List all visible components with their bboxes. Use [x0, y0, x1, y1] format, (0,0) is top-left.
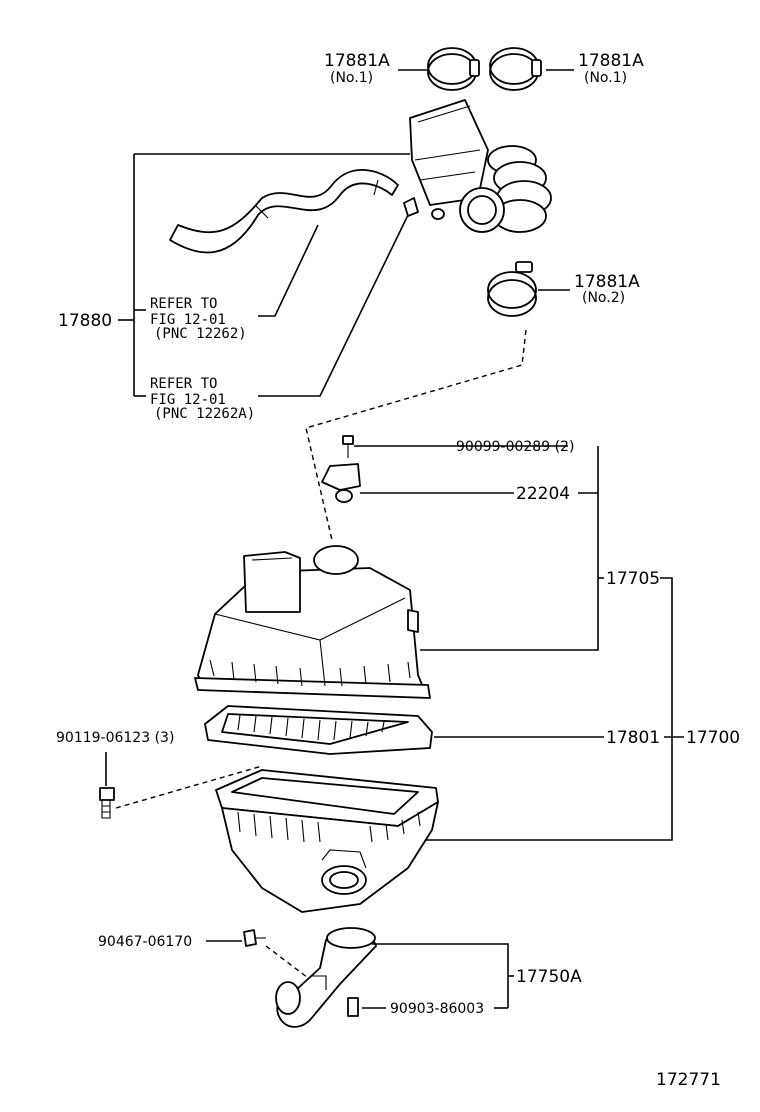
ref-2-line2: FIG 12-01 — [150, 392, 226, 408]
label-cap-sub: 17705 — [606, 569, 660, 589]
air-cleaner-cap — [194, 545, 431, 699]
ref-2-line1: REFER TO — [150, 376, 217, 392]
label-hose-assy: 17880 — [58, 311, 112, 331]
label-element: 17801 — [606, 728, 660, 748]
label-clamp-no1-right-sub: (No.1) — [584, 70, 627, 86]
air-flow-meter — [321, 463, 361, 503]
air-cleaner-inlet — [275, 927, 377, 1028]
label-clip: 90903-86003 — [390, 1001, 484, 1017]
ref-1-line2: FIG 12-01 — [150, 312, 226, 328]
figure-number: 172771 — [656, 1070, 721, 1090]
hose-clamp-no2 — [487, 261, 537, 317]
label-sensor-bolt: 90099-00289 (2) — [456, 439, 574, 455]
air-filter-element — [204, 705, 433, 755]
label-cleaner-assy: 17700 — [686, 728, 740, 748]
air-cleaner-case — [215, 769, 439, 913]
air-cleaner-hose — [409, 99, 552, 233]
label-sensor: 22204 — [516, 484, 570, 504]
breather-hose — [169, 169, 399, 254]
hose-clamp-no1-right — [489, 47, 542, 91]
label-clamp-no2-sub: (No.2) — [582, 290, 625, 306]
sensor-bolt — [342, 435, 354, 458]
ref-1-line3: (PNC 12262) — [154, 326, 247, 342]
ref-2-line3: (PNC 12262A) — [154, 406, 255, 422]
hose-clamp-no1-left — [427, 47, 480, 91]
vacuum-hose-clip — [403, 197, 419, 217]
case-bolt — [99, 787, 115, 819]
label-clamp-no2: 17881A — [574, 272, 640, 292]
label-case-bolt: 90119-06123 (3) — [56, 730, 174, 746]
inlet-clip — [347, 997, 359, 1017]
label-clamp-no1-right: 17881A — [578, 51, 644, 71]
inlet-bolt — [243, 929, 266, 947]
label-clamp-no1-left-sub: (No.1) — [330, 70, 373, 86]
ref-1-line1: REFER TO — [150, 296, 217, 312]
label-inlet: 17750A — [516, 967, 582, 987]
label-inlet-bolt: 90467-06170 — [98, 934, 192, 950]
label-clamp-no1-left: 17881A — [324, 51, 390, 71]
